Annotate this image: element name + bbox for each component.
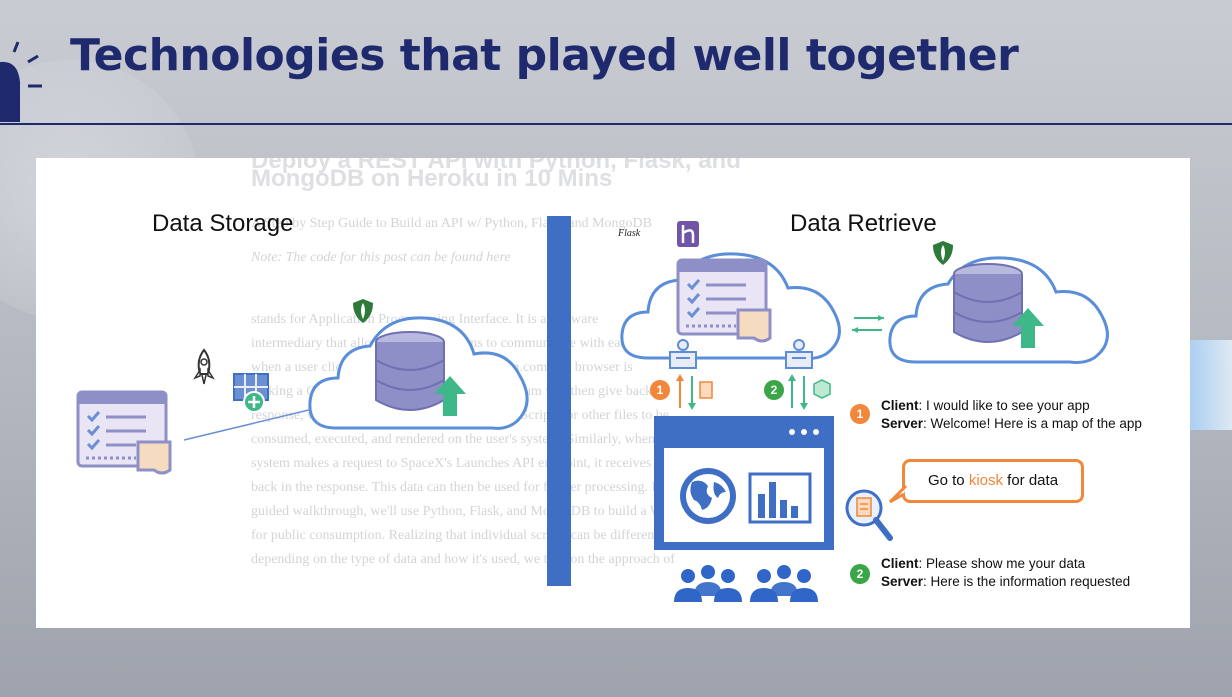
step-1-arrows-icon [676,374,713,410]
diagram-panel: Deploy a REST API with Python, Flask, an… [36,158,1190,628]
article-line: Note: The code for this post can be foun… [251,250,511,265]
section-divider [547,216,571,586]
kiosk-speech-bubble: Go to kiosk for data [902,459,1084,503]
users-group-icon [674,565,818,602]
step-2-badge: 2 [764,380,784,400]
flask-logo: Flask [618,228,641,239]
article-line: guided walkthrough, we'll use Python, Fl… [251,504,701,519]
bubble-suffix: for data [1003,472,1059,489]
bubble-tail [888,484,908,504]
request-desk-icon-1 [669,339,697,369]
title-underline [0,123,1232,125]
mongodb-shield-icon-2 [933,241,953,265]
step-2-arrows-icon [788,374,831,410]
add-record-icon [233,373,269,413]
data-retrieve-label: Data Retrieve [790,210,937,237]
document-icon [76,390,172,475]
rocket-icon [193,348,215,385]
app-document-icon [676,258,772,343]
exchange-2-client-text: : Please show me your data [918,556,1086,571]
exchange-2-badge: 2 [850,564,870,584]
exchange-2-server-label: Server [881,574,924,589]
exchange-1-client-text: : I would like to see your app [918,398,1090,413]
article-heading-line1: Deploy a REST API with Python, Flask, an… [251,158,741,174]
slide-title: Technologies that played well together [70,30,1019,81]
heroku-logo-icon [677,221,699,247]
lightbulb-icon [0,41,42,122]
data-storage-label: Data Storage [152,210,294,237]
request-desk-icon-2 [785,339,813,369]
article-line: back in the response. This data can then… [251,480,687,495]
article-line: system makes a request to SpaceX's Launc… [251,456,679,471]
database-icon [375,331,466,416]
database-icon-2 [953,263,1044,348]
step-1-badge: 1 [650,380,670,400]
exchange-1: Client: I would like to see your app Ser… [881,397,1142,433]
exchange-1-client-label: Client [881,398,919,413]
exchange-2: Client: Please show me your data Server:… [881,555,1130,591]
magnifier-document-icon [845,489,893,541]
exchange-1-badge: 1 [850,404,870,424]
exchange-2-server-text: : Here is the information requested [923,574,1131,589]
exchange-1-server-label: Server [881,416,924,431]
bubble-kiosk-highlight: kiosk [968,472,1003,489]
article-heading-line2: MongoDB on Heroku in 10 Mins [251,165,613,192]
exchange-1-server-text: : Welcome! Here is a map of the app [923,416,1142,431]
exchange-2-client-label: Client [881,556,919,571]
bubble-prefix: Go to [927,472,969,489]
mongodb-shield-icon [353,299,373,323]
browser-window-icon [654,416,834,550]
sync-arrows-icon [852,315,884,333]
